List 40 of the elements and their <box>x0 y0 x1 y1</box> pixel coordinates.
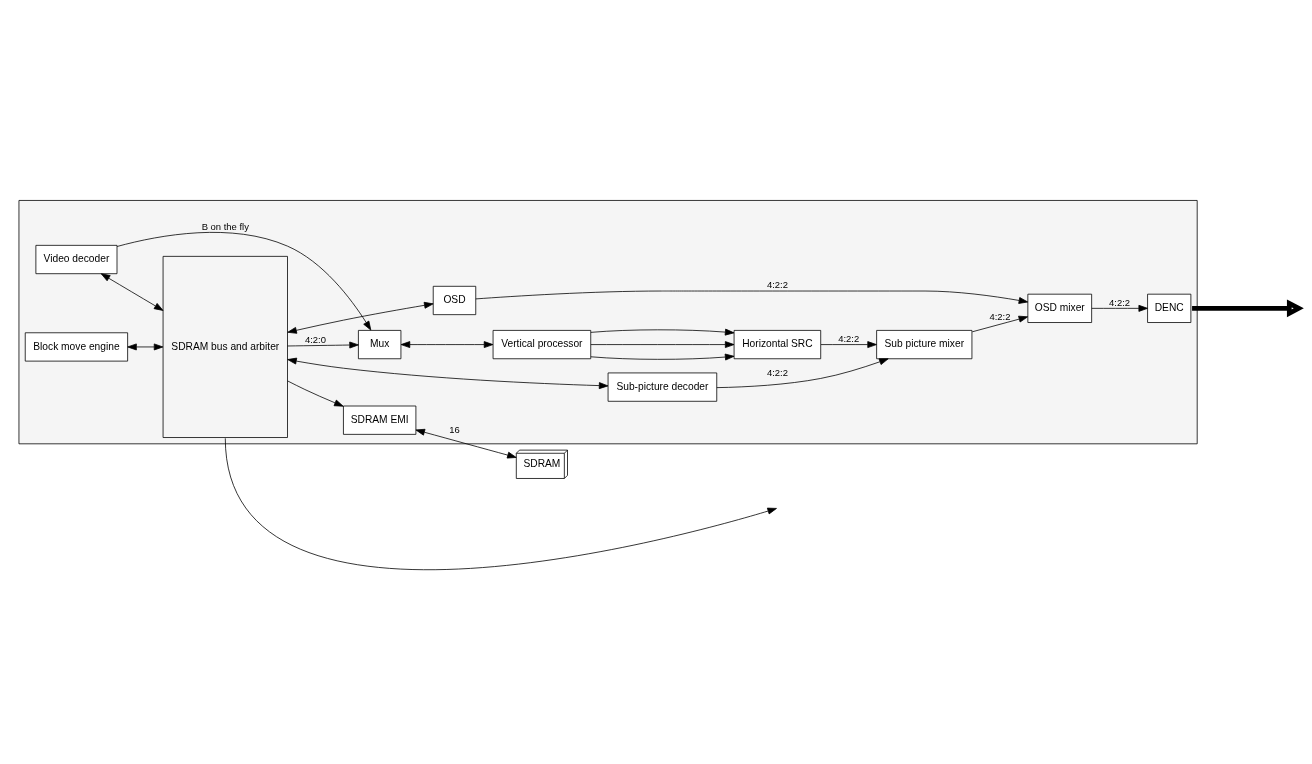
arrow <box>1192 299 1304 318</box>
node-box: OSD <box>432 285 477 316</box>
arrow <box>116 231 372 331</box>
arrow <box>287 380 344 407</box>
arrow <box>287 357 609 390</box>
edge-label: 4:2:2 <box>766 366 788 378</box>
arrow <box>287 301 434 334</box>
arrow <box>716 358 889 389</box>
arrow <box>820 341 877 348</box>
arrow <box>590 341 735 348</box>
cluster <box>18 200 1198 445</box>
node-box: Sub picture mixer <box>876 330 973 360</box>
arrow <box>224 437 777 570</box>
arrow <box>100 273 164 311</box>
arrow <box>127 343 164 351</box>
edge-label: 16 <box>449 424 460 436</box>
edge-label: 4:2:2 <box>766 279 788 291</box>
node-box: Sub-picture decoder <box>607 372 718 402</box>
node-box: Horizontal SRC <box>733 330 822 360</box>
arrow <box>287 341 359 349</box>
node-box: DENC <box>1147 293 1192 323</box>
edge-label: 4:2:2 <box>1109 296 1131 308</box>
node-box: Vertical processor <box>492 330 592 360</box>
node-box: SDRAM EMI <box>343 405 417 435</box>
arrow <box>475 290 1029 304</box>
arrow <box>400 341 494 348</box>
edge-label: 4:2:2 <box>838 332 860 344</box>
arrow <box>590 353 735 361</box>
arrow <box>971 315 1029 333</box>
arrow <box>1091 304 1148 312</box>
edge-label: B on the fly <box>201 221 249 233</box>
node-box: Mux <box>358 330 402 360</box>
node-box: OSD mixer <box>1027 293 1093 323</box>
edge-label: 4:2:0 <box>304 334 326 346</box>
arrow <box>415 428 517 459</box>
arrow <box>590 328 735 336</box>
edge-label: 4:2:2 <box>989 310 1011 322</box>
node-box: SDRAM bus and arbiter <box>162 255 288 438</box>
node-box: Block move engine <box>24 332 129 362</box>
node-box: Video decoder <box>35 244 118 275</box>
